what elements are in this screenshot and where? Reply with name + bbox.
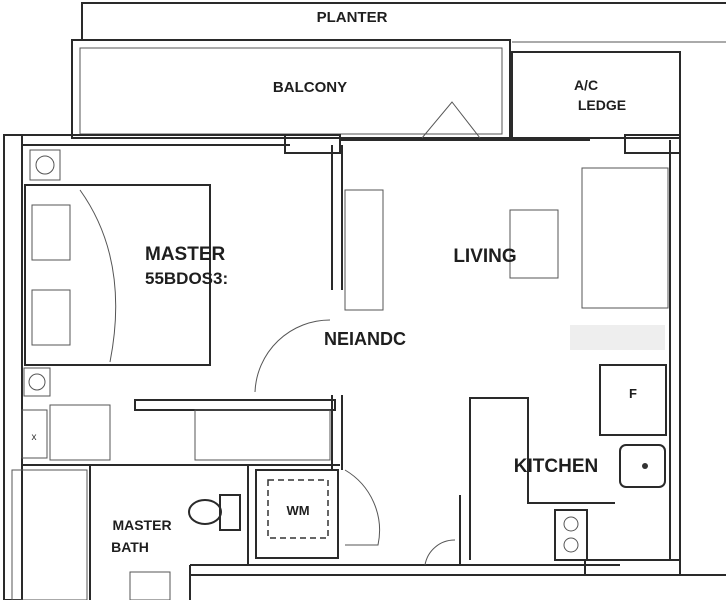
- bedroom-door-swing: [254, 319, 331, 393]
- living-label: LIVING: [453, 246, 516, 267]
- master-bath-label-1: MASTER: [112, 517, 171, 533]
- sink-icon: [619, 444, 666, 488]
- dining-label: NEIANDC: [324, 329, 406, 349]
- planter-area: PLANTER: [81, 2, 726, 43]
- living-area: LIVING NEIANDC: [324, 167, 669, 350]
- toilet-icon: [188, 499, 222, 525]
- shower: [11, 469, 88, 600]
- sofa: [581, 167, 669, 309]
- walls: [3, 134, 726, 600]
- stove-icon: [554, 509, 588, 561]
- door-swing: [424, 539, 456, 566]
- balcony-label: BALCONY: [273, 79, 347, 96]
- balcony-area: BALCONY: [71, 39, 511, 139]
- balcony-door-swing: [421, 101, 481, 139]
- master-bath-label-2: BATH: [111, 539, 149, 555]
- fridge: [599, 364, 667, 436]
- store-label: x: [32, 432, 37, 443]
- coffee-table: [509, 209, 559, 279]
- ac-ledge-label-2: LEDGE: [578, 97, 626, 113]
- entrance-door-swing: [344, 469, 381, 546]
- store: [21, 409, 48, 459]
- master-bedroom: MASTER 55BDOS3: x: [21, 149, 336, 461]
- lamp-icon: [28, 373, 46, 391]
- wardrobe: [134, 399, 336, 411]
- bed: [24, 184, 211, 366]
- master-bedroom-label-2: 55BDOS3:: [145, 269, 228, 288]
- ac-ledge-label-1: A/C: [574, 77, 598, 93]
- master-bath: MASTER BATH: [11, 469, 241, 600]
- master-bedroom-label-1: MASTER: [145, 244, 226, 265]
- lamp-icon: [35, 155, 55, 175]
- pillow: [31, 204, 71, 261]
- ac-ledge-area: A/C LEDGE: [511, 51, 681, 139]
- washing-machine-area: WM: [255, 469, 456, 566]
- tv-console: [344, 189, 384, 311]
- washing-machine: [267, 479, 329, 539]
- basin: [129, 571, 171, 600]
- dining-table: [570, 325, 665, 350]
- planter-label: PLANTER: [317, 9, 388, 26]
- wm-label: WM: [286, 503, 309, 518]
- blanket-fold: [79, 189, 117, 363]
- kitchen-area: F KITCHEN: [469, 364, 667, 561]
- kitchen-label: KITCHEN: [514, 456, 598, 477]
- pillow: [31, 289, 71, 346]
- fridge-label: F: [629, 386, 637, 401]
